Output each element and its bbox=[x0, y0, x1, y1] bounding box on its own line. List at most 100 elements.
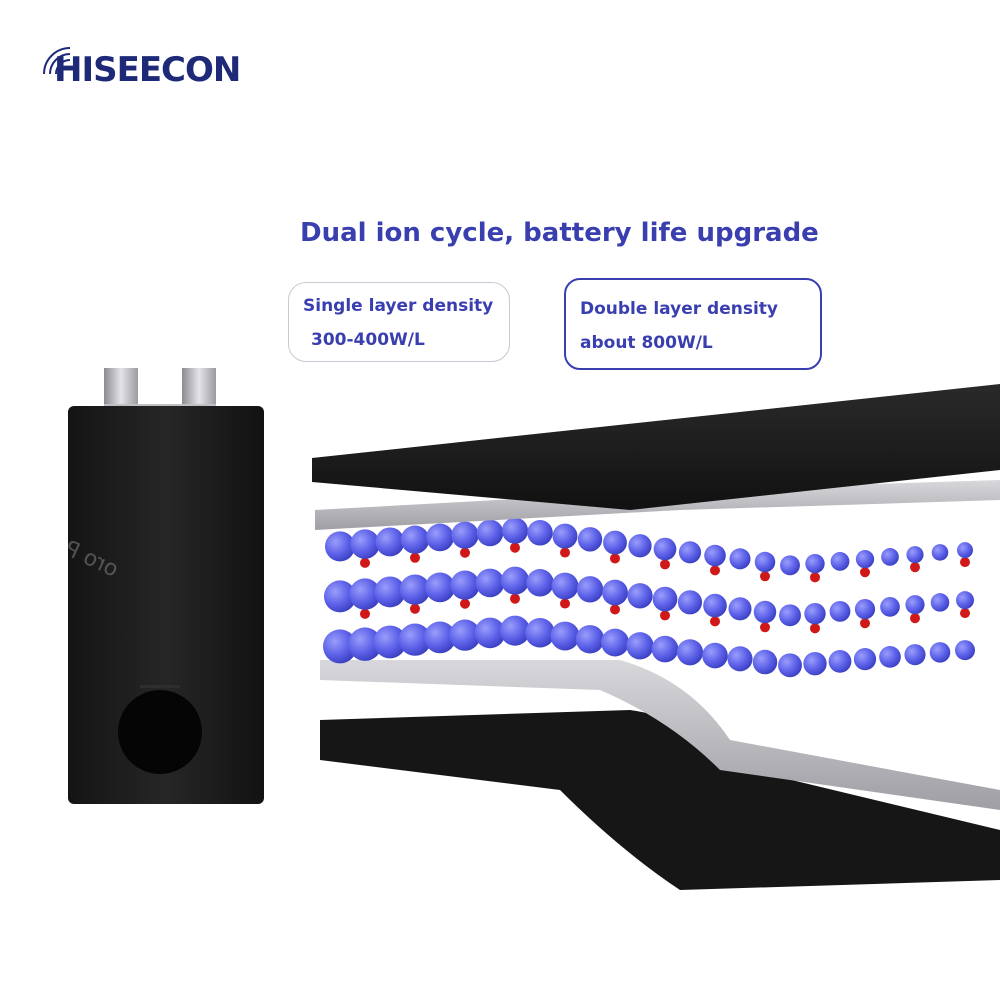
red-ion bbox=[410, 552, 420, 563]
blue-ion bbox=[400, 525, 430, 554]
blue-ion bbox=[501, 517, 529, 544]
single-layer-label: Single layer density bbox=[303, 296, 494, 316]
blue-ion bbox=[727, 646, 753, 672]
blue-ion bbox=[628, 534, 652, 558]
blue-ion bbox=[728, 597, 752, 621]
top-plate bbox=[312, 384, 1000, 510]
blue-ion bbox=[931, 544, 949, 561]
blue-ion bbox=[853, 648, 877, 671]
blue-ion bbox=[778, 653, 802, 678]
single-layer-value: 300-400W/L bbox=[311, 330, 425, 350]
blue-ion bbox=[805, 553, 825, 574]
battery-body bbox=[68, 406, 264, 804]
red-ion bbox=[960, 557, 970, 568]
blue-ion bbox=[880, 597, 900, 617]
blue-ion bbox=[704, 544, 726, 567]
blue-ion bbox=[476, 519, 504, 547]
blue-ion bbox=[325, 531, 355, 562]
blue-ion bbox=[348, 627, 382, 661]
blue-ion bbox=[525, 618, 555, 648]
red-ion bbox=[460, 598, 470, 609]
blue-ion bbox=[881, 548, 899, 566]
blue-ion bbox=[576, 576, 604, 603]
red-ion bbox=[560, 598, 570, 609]
headline: Dual ion cycle, battery life upgrade bbox=[300, 218, 819, 248]
red-ion bbox=[710, 616, 720, 627]
blue-ion bbox=[474, 617, 506, 649]
single-layer-spec: Single layer density 300-400W/L bbox=[288, 282, 510, 362]
blue-ion bbox=[957, 542, 973, 559]
blue-ion bbox=[602, 579, 628, 606]
red-ion bbox=[510, 593, 520, 604]
red-ion bbox=[460, 547, 470, 558]
blue-ion bbox=[803, 651, 827, 676]
battery-cell-illustration bbox=[68, 368, 264, 804]
blue-ion bbox=[398, 623, 432, 656]
layer-stack-illustration bbox=[312, 384, 1000, 890]
blue-ion bbox=[905, 595, 925, 615]
blue-ion bbox=[577, 527, 603, 552]
blue-ion bbox=[323, 629, 357, 664]
red-ion bbox=[660, 559, 670, 570]
blue-ion bbox=[475, 568, 505, 598]
blue-ion bbox=[906, 546, 924, 564]
double-layer-spec: Double layer density about 800W/L bbox=[564, 278, 822, 370]
red-ion bbox=[710, 565, 720, 576]
blue-ion bbox=[956, 591, 974, 610]
blue-ion bbox=[779, 604, 801, 627]
blue-ion bbox=[374, 576, 406, 608]
blue-ion bbox=[804, 602, 826, 625]
red-ion bbox=[860, 567, 870, 578]
blue-ion bbox=[527, 520, 553, 546]
blue-ion bbox=[424, 621, 456, 654]
blue-ion bbox=[703, 593, 727, 618]
ion-particle-layer bbox=[323, 517, 975, 678]
brand-logo: HISEECON bbox=[40, 44, 270, 104]
red-ion bbox=[910, 613, 920, 624]
blue-ion bbox=[601, 628, 629, 657]
blue-ion bbox=[676, 639, 704, 666]
red-ion bbox=[560, 547, 570, 558]
blue-ion bbox=[399, 574, 431, 605]
blue-ion bbox=[350, 529, 380, 559]
blue-ion bbox=[575, 625, 605, 654]
red-ion bbox=[360, 557, 370, 568]
double-layer-label: Double layer density bbox=[580, 299, 778, 319]
blue-ion bbox=[426, 523, 454, 552]
signal-rings-icon bbox=[43, 47, 71, 75]
double-layer-value: about 800W/L bbox=[580, 333, 713, 353]
blue-ion bbox=[754, 551, 776, 573]
blue-ion bbox=[499, 615, 531, 646]
blue-ion bbox=[677, 590, 703, 615]
battery-sticker bbox=[118, 690, 202, 774]
blue-ion bbox=[780, 555, 800, 576]
bottom-plate bbox=[320, 710, 1000, 890]
blue-ion bbox=[930, 593, 950, 612]
blue-ion bbox=[753, 600, 777, 624]
blue-ion bbox=[373, 625, 407, 659]
blue-ion bbox=[550, 621, 580, 651]
blue-ion bbox=[626, 632, 654, 660]
red-ion bbox=[860, 618, 870, 629]
blue-ion bbox=[349, 578, 381, 610]
blue-ion bbox=[451, 521, 479, 549]
blue-ion bbox=[450, 570, 480, 600]
blue-ion bbox=[500, 566, 530, 595]
red-ion bbox=[960, 608, 970, 619]
blue-ion bbox=[702, 642, 728, 669]
blue-ion bbox=[425, 572, 455, 603]
blue-ion bbox=[552, 523, 578, 549]
blue-ion bbox=[678, 541, 702, 564]
red-ion bbox=[910, 562, 920, 573]
blue-ion bbox=[603, 530, 627, 555]
red-ion bbox=[510, 542, 520, 553]
blue-ion bbox=[449, 619, 481, 651]
blue-ion bbox=[627, 583, 653, 609]
red-ion bbox=[610, 604, 620, 615]
blue-ion bbox=[653, 537, 677, 561]
blue-ion bbox=[651, 635, 679, 663]
blue-ion bbox=[929, 642, 951, 663]
blue-ion bbox=[855, 550, 875, 569]
red-ion bbox=[760, 571, 770, 582]
blue-ion bbox=[729, 548, 751, 570]
